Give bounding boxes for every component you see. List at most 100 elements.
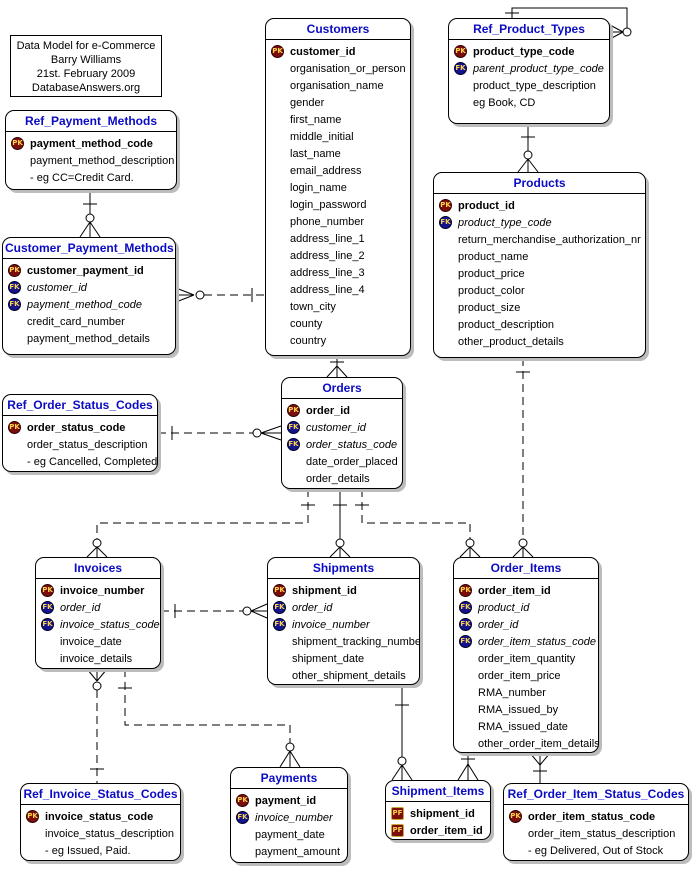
optionality-circle-icon bbox=[92, 681, 102, 691]
field-name: organisation_or_person bbox=[290, 62, 406, 75]
field-row: - eg Delivered, Out of Stock bbox=[509, 842, 685, 859]
field-name: product_id bbox=[478, 601, 530, 614]
field-name: - eg Delivered, Out of Stock bbox=[528, 844, 664, 857]
fk-badge-icon: FK bbox=[439, 216, 452, 229]
field-name: phone_number bbox=[290, 215, 365, 228]
optionality-circle-icon bbox=[518, 538, 528, 548]
field-name: other_order_item_details bbox=[478, 737, 599, 750]
field-row: last_name bbox=[271, 145, 407, 162]
optionality-circle-icon bbox=[285, 742, 295, 752]
relationship-line bbox=[260, 432, 282, 441]
entity-title: Customer_Payment_Methods bbox=[3, 238, 175, 259]
entity-title: Ref_Invoice_Status_Codes bbox=[21, 784, 180, 805]
fk-badge-icon: FK bbox=[459, 601, 472, 614]
field-name: payment_date bbox=[255, 828, 325, 841]
field-row: other_shipment_details bbox=[273, 667, 416, 684]
entity-title: Orders bbox=[282, 378, 402, 399]
field-name: invoice_number bbox=[60, 584, 145, 597]
pf-badge-icon: PF bbox=[391, 824, 404, 837]
relationship-line bbox=[326, 365, 338, 378]
relationship-line bbox=[260, 425, 282, 434]
field-name: organisation_name bbox=[290, 79, 384, 92]
field-name: login_name bbox=[290, 181, 347, 194]
pk-badge-icon: PK bbox=[11, 137, 24, 150]
field-row: address_line_3 bbox=[271, 264, 407, 281]
field-name: order_item_status_code bbox=[528, 810, 656, 823]
field-row: login_name bbox=[271, 179, 407, 196]
field-name: product_description bbox=[458, 318, 555, 331]
field-name: order_item_status_code bbox=[478, 635, 597, 648]
field-name: return_merchandise_authorization_nr bbox=[458, 233, 641, 246]
field-name: customer_id bbox=[306, 421, 366, 434]
field-row: order_item_status_description bbox=[509, 825, 685, 842]
field-row: first_name bbox=[271, 111, 407, 128]
field-name: order_item_id bbox=[478, 584, 551, 597]
entity-title: Invoices bbox=[36, 558, 160, 579]
field-row: payment_date bbox=[236, 826, 344, 843]
relationship-line bbox=[459, 546, 471, 558]
field-name: invoice_number bbox=[292, 618, 370, 631]
field-name: gender bbox=[290, 96, 325, 109]
relationship-line bbox=[124, 669, 291, 743]
relationship-line bbox=[279, 750, 291, 768]
relationship-line bbox=[250, 610, 268, 619]
field-name: address_line_1 bbox=[290, 232, 365, 245]
pk-badge-icon: PK bbox=[271, 45, 284, 58]
entity-title: Ref_Payment_Methods bbox=[6, 111, 176, 132]
relationship-line bbox=[86, 668, 98, 682]
field-row: FK order_item_status_code bbox=[459, 633, 597, 650]
field-name: first_name bbox=[290, 113, 342, 126]
field-name: payment_id bbox=[255, 794, 317, 807]
field-name: product_color bbox=[458, 284, 525, 297]
field-name: shipment_date bbox=[292, 652, 365, 665]
field-row: PK invoice_status_code bbox=[26, 808, 177, 825]
field-row: product_name bbox=[439, 248, 642, 265]
relationship-line bbox=[339, 546, 351, 558]
relationship-line bbox=[529, 752, 541, 766]
field-name: county bbox=[290, 317, 323, 330]
relationship-line bbox=[517, 158, 529, 173]
fk-badge-icon: FK bbox=[459, 635, 472, 648]
entity-title: Ref_Order_Status_Codes bbox=[3, 395, 157, 416]
fk-badge-icon: FK bbox=[273, 601, 286, 614]
field-row: RMA_number bbox=[459, 684, 595, 701]
relationship-line bbox=[539, 752, 551, 766]
field-row: RMA_issued_date bbox=[459, 718, 595, 735]
field-name: invoice_status_code bbox=[45, 810, 154, 823]
pk-badge-icon: PK bbox=[287, 404, 300, 417]
optionality-circle-icon bbox=[92, 538, 102, 548]
pf-badge-icon: PF bbox=[391, 807, 404, 820]
field-name: eg Book, CD bbox=[473, 96, 536, 109]
pk-badge-icon: PK bbox=[26, 810, 39, 823]
field-name: RMA_issued_by bbox=[478, 703, 559, 716]
field-row: county bbox=[271, 315, 407, 332]
